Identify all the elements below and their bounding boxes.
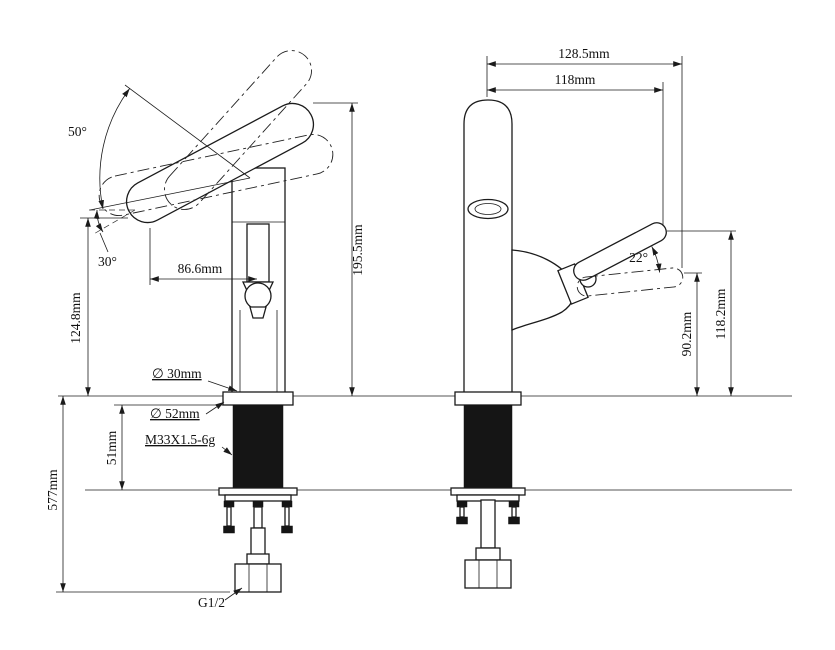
label-handle-height-max: 118.2mm xyxy=(713,288,728,339)
label-hose-length: 577mm xyxy=(45,469,60,511)
base-flange-front xyxy=(454,391,522,406)
label-base-diameter: ∅ 52mm xyxy=(150,406,200,421)
cartridge-internals xyxy=(241,223,275,319)
right-view-dimensions: 128.5mm 118mm 22° 90.2mm 118.2mm xyxy=(486,46,736,396)
faucet-body-front xyxy=(463,99,513,397)
inlet-hose xyxy=(234,527,282,593)
inlet-hose-front xyxy=(464,499,512,589)
label-handle-height-min: 90.2mm xyxy=(679,311,694,356)
spout-phantom-raised xyxy=(164,50,312,210)
right-view xyxy=(450,99,684,589)
label-height-total: 195.5mm xyxy=(350,224,365,276)
label-tilt-angle: 30° xyxy=(98,254,117,269)
hex-connector-front xyxy=(464,559,512,589)
label-width-handle: 118mm xyxy=(555,72,596,87)
label-body-diameter: ∅ 30mm xyxy=(152,366,202,381)
counter-surface-lines xyxy=(58,395,792,491)
label-height-to-spout: 124.8mm xyxy=(68,292,83,344)
label-spout-reach: 86.6mm xyxy=(178,261,223,276)
mounting-bolts-front xyxy=(456,500,520,525)
label-inlet-thread: G1/2 xyxy=(198,595,225,610)
mounting-bolts xyxy=(223,500,293,534)
base-flange xyxy=(222,391,294,406)
handle-lever xyxy=(573,222,667,281)
mounting-washer xyxy=(218,487,298,496)
left-view xyxy=(98,50,334,593)
threaded-shank xyxy=(232,404,284,489)
label-thread-spec: M33X1.5-6g xyxy=(145,432,215,447)
mounting-nut xyxy=(224,494,292,502)
label-width-overall: 128.5mm xyxy=(558,46,610,61)
left-view-dimensions: 50° 30° 86.6mm 195.5mm 124.8mm 51mm 577m… xyxy=(45,84,365,610)
label-swivel-angle: 50° xyxy=(68,124,87,139)
label-handle-angle: 22° xyxy=(629,250,648,265)
handle-lever-phantom xyxy=(576,267,684,297)
hex-connector xyxy=(234,563,282,593)
spout-outline xyxy=(125,102,315,224)
threaded-shank-front xyxy=(463,404,513,489)
label-shank-length: 51mm xyxy=(104,430,119,465)
spout-outlet xyxy=(467,198,509,220)
